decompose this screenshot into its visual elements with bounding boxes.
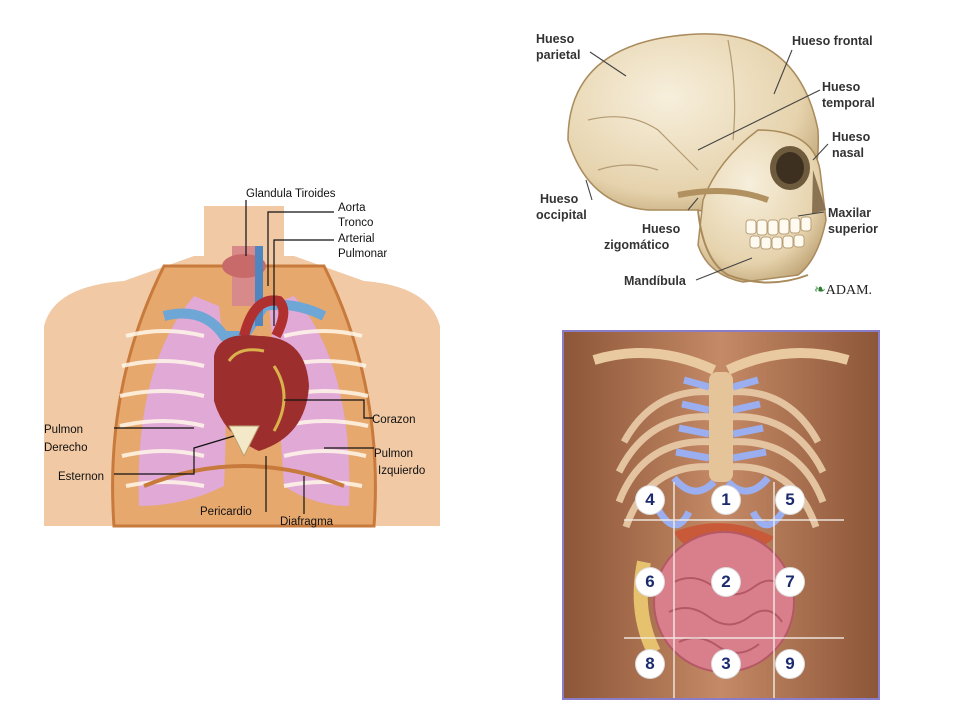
label-occipital-2: occipital <box>536 208 587 222</box>
label-nasal-1: Hueso <box>832 130 871 144</box>
label-sternum: Esternon <box>58 471 105 483</box>
label-maxilla-2: superior <box>828 222 879 236</box>
region-badge-1: 1 <box>712 486 740 514</box>
label-temporal-2: temporal <box>822 96 875 110</box>
leaf-icon: ❧ <box>814 283 826 298</box>
label-zygomatic-2: zigomático <box>604 238 670 252</box>
region-badge-3: 3 <box>712 650 740 678</box>
abdomen-regions-illustration: 4 1 5 6 2 7 8 3 9 <box>562 330 880 700</box>
adam-logo: ❧ADAM. <box>814 282 872 299</box>
label-zygomatic-1: Hueso <box>642 222 681 236</box>
region-badge-6: 6 <box>636 568 664 596</box>
skull-illustration: Hueso parietal Hueso frontal Hueso tempo… <box>528 20 896 310</box>
label-trunk: Tronco <box>338 217 374 229</box>
region-badge-7: 7 <box>776 568 804 596</box>
abdomen-drawing <box>564 332 878 698</box>
thorax-illustration: Glandula Tiroides Aorta Tronco Arterial … <box>44 186 440 540</box>
label-aorta: Aorta <box>338 202 366 214</box>
adam-logo-text: ADAM. <box>825 283 873 298</box>
label-heart: Corazon <box>372 414 416 426</box>
region-badge-5: 5 <box>776 486 804 514</box>
label-temporal-1: Hueso <box>822 80 861 94</box>
label-pericardium: Pericardio <box>200 506 252 518</box>
label-parietal-2: parietal <box>536 48 581 62</box>
label-maxilla-1: Maxilar <box>828 206 872 220</box>
label-mandible: Mandíbula <box>624 274 686 288</box>
label-left-lung-1: Pulmon <box>374 448 413 460</box>
label-arterial: Arterial <box>338 233 375 245</box>
label-parietal-1: Hueso <box>536 32 575 46</box>
region-badge-9: 9 <box>776 650 804 678</box>
label-frontal: Hueso frontal <box>792 34 873 48</box>
region-badge-4: 4 <box>636 486 664 514</box>
label-thyroid: Glandula Tiroides <box>246 188 336 200</box>
label-occipital-1: Hueso <box>540 192 579 206</box>
label-diaphragm: Diafragma <box>280 516 334 528</box>
thorax-drawing <box>44 200 440 528</box>
region-badge-8: 8 <box>636 650 664 678</box>
label-pulmonar: Pulmonar <box>338 248 388 260</box>
region-badge-2: 2 <box>712 568 740 596</box>
label-left-lung-2: Izquierdo <box>378 465 426 477</box>
label-right-lung-1: Pulmon <box>44 424 83 436</box>
label-right-lung-2: Derecho <box>44 442 88 454</box>
skull-drawing <box>567 33 829 284</box>
label-nasal-2: nasal <box>832 146 864 160</box>
